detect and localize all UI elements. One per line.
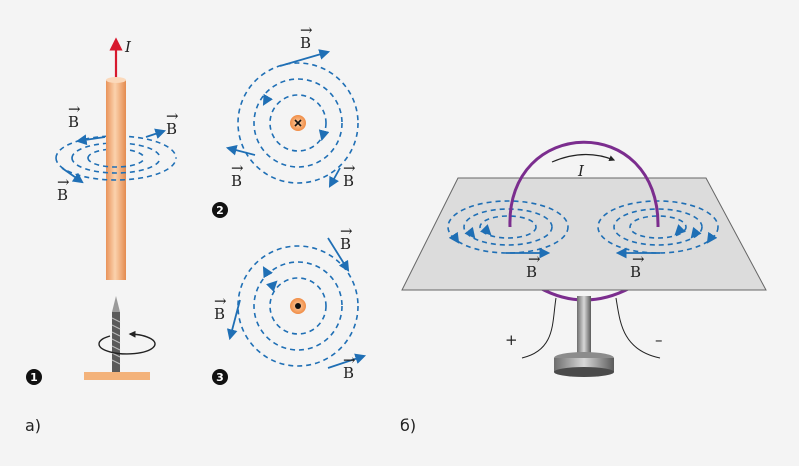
- svg-text:2: 2: [216, 204, 224, 217]
- straight-wire-figure: I → B → B → B: [26, 37, 179, 385]
- svg-text:B: B: [343, 172, 354, 190]
- plane-field-loops-left: [447, 200, 569, 254]
- compass-needle: [111, 296, 121, 374]
- svg-text:B: B: [231, 172, 242, 190]
- svg-text:B: B: [630, 263, 641, 281]
- svg-text:B: B: [57, 186, 68, 204]
- svg-text:B: B: [343, 364, 354, 382]
- dot-field-vectors: [226, 237, 367, 369]
- svg-text:→: →: [343, 159, 356, 177]
- minus-sign: –: [655, 331, 663, 349]
- compass-base: [84, 372, 150, 380]
- svg-text:B: B: [68, 113, 79, 131]
- caption-a: а): [25, 416, 41, 435]
- badge-1: [26, 369, 42, 385]
- svg-text:→: →: [300, 21, 313, 39]
- svg-text:B: B: [340, 235, 351, 253]
- rotation-arrow-icon: [98, 330, 156, 355]
- plane-field-loops-right: [597, 200, 719, 254]
- svg-text:→: →: [214, 292, 227, 310]
- stand-post: [577, 296, 591, 358]
- svg-text:B: B: [166, 120, 177, 138]
- svg-text:1: 1: [30, 371, 38, 384]
- cross-icon: [294, 119, 302, 127]
- svg-text:→: →: [343, 351, 356, 369]
- wire-field-loops-front: [55, 157, 177, 181]
- lead-right: [615, 297, 661, 359]
- wire-field-vectors: [61, 128, 167, 184]
- cross-field-vectors: [225, 49, 341, 188]
- svg-text:B: B: [214, 305, 225, 323]
- wire-top: [106, 77, 126, 83]
- badge-3: [212, 369, 228, 385]
- lead-left: [521, 297, 557, 359]
- caption-b: б): [400, 416, 416, 435]
- current-loop-figure: → B → B I + –: [401, 140, 767, 377]
- svg-text:→: →: [340, 222, 353, 240]
- plus-sign: +: [505, 331, 518, 349]
- svg-text:B: B: [526, 263, 537, 281]
- plane: [401, 177, 767, 291]
- svg-text:→: →: [68, 100, 81, 118]
- svg-text:B: B: [300, 34, 311, 52]
- field-figure-cross: → B → B → B 2: [212, 21, 359, 218]
- svg-text:→: →: [57, 173, 70, 191]
- dot-icon: [295, 303, 301, 309]
- field-figure-dot: → B → B → B 3: [212, 222, 367, 385]
- svg-text:→: →: [528, 250, 541, 268]
- plane-field-vectors: [448, 224, 718, 259]
- svg-text:→: →: [231, 159, 244, 177]
- svg-text:→: →: [632, 250, 645, 268]
- loop-current-label: I: [577, 162, 585, 180]
- loop-upper: [508, 140, 660, 228]
- wire-field-labels: → B → B → B: [57, 100, 179, 204]
- loop-current-arrow: [551, 153, 616, 163]
- current-label: I: [124, 38, 132, 56]
- svg-text:3: 3: [216, 371, 224, 384]
- badge-2: [212, 202, 228, 218]
- svg-text:→: →: [166, 107, 179, 125]
